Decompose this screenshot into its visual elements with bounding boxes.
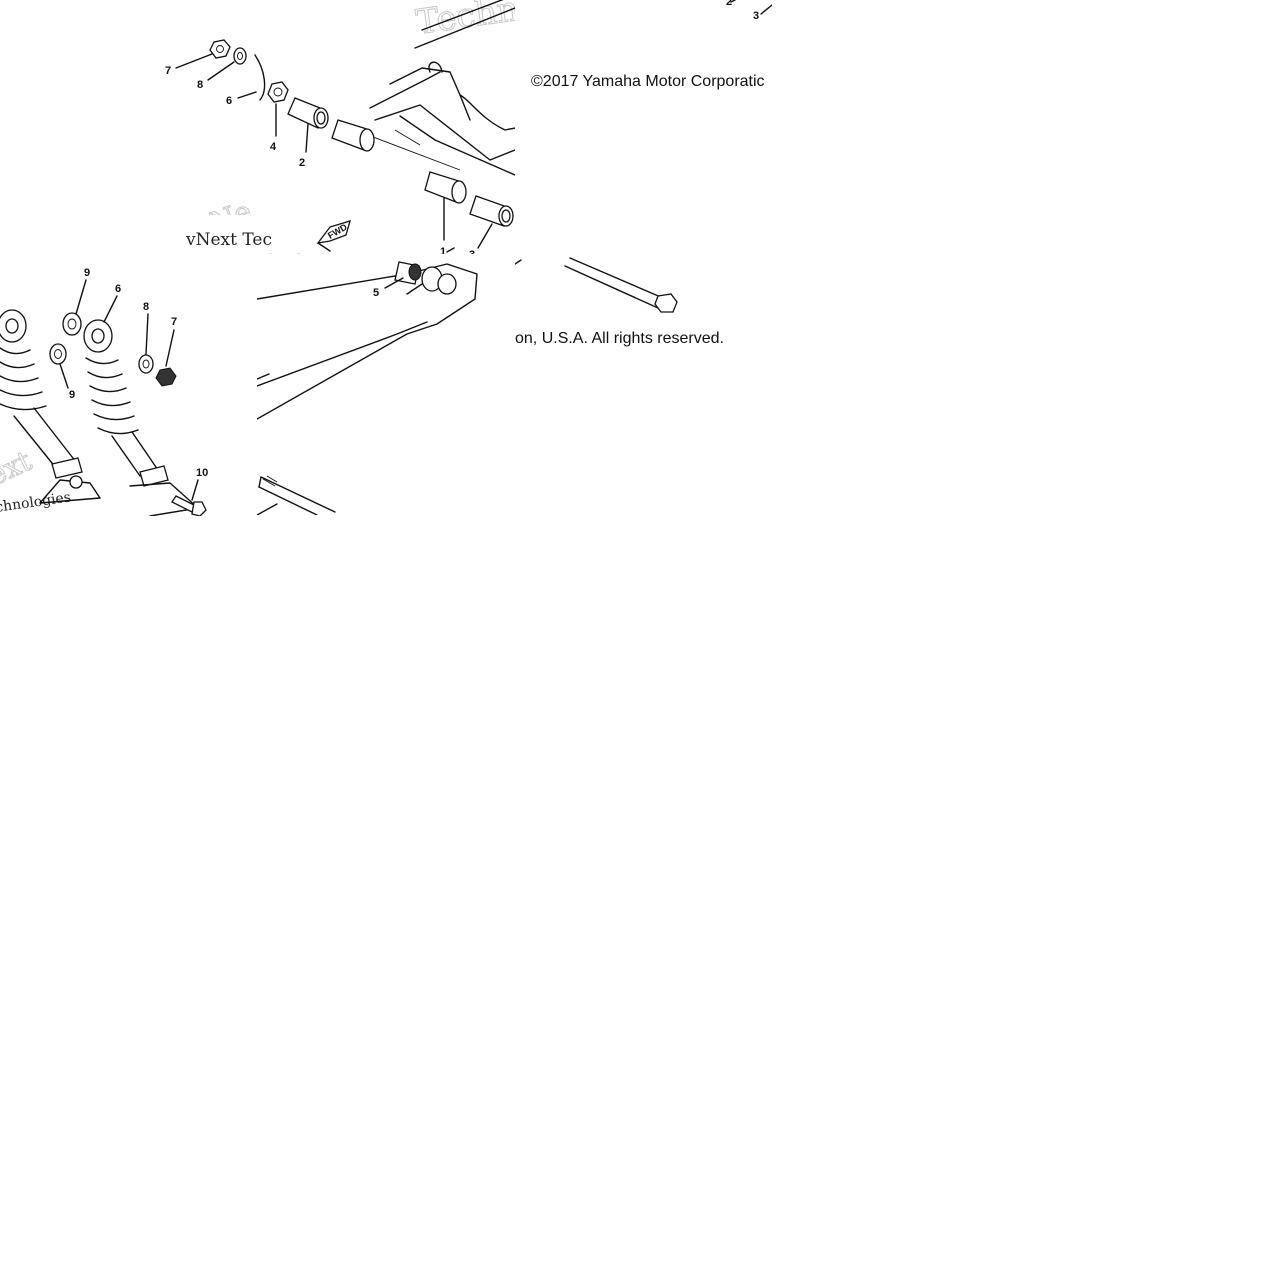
- nut-7: [209, 39, 231, 59]
- bushing-2: [287, 97, 329, 129]
- pivot-bolt-head: [654, 293, 678, 313]
- diagram-tile-shocks: ext chnologies: [0, 258, 257, 516]
- callout-2b: 2: [299, 157, 305, 169]
- pivot-boss: [421, 266, 457, 295]
- washer-8b: [138, 354, 154, 374]
- callout-2: 2: [726, 0, 732, 8]
- watermark-chnologies-2: chnologies: [0, 490, 72, 516]
- callout-8b: 8: [143, 301, 149, 313]
- copyright-line-2: on, U.S.A. All rights reserved.: [515, 329, 772, 349]
- callout-3: 3: [753, 10, 759, 22]
- washer-8: [233, 47, 247, 65]
- callout-7: 7: [165, 65, 171, 77]
- diagram-tile-swingarm-lower: 5: [257, 254, 515, 515]
- shock-absorber-right: [83, 319, 199, 516]
- watermark-techn: Techn: [414, 0, 515, 43]
- watermark-vnext: vNext Tec: [185, 230, 272, 250]
- callout-5: 5: [373, 287, 379, 299]
- shock-absorber-left: [0, 309, 101, 504]
- diagram-tile-pivot-bolt: [515, 250, 680, 325]
- callout-6: 6: [226, 95, 232, 107]
- callout-1: 1: [440, 246, 446, 258]
- watermark-ext: ext: [0, 444, 37, 493]
- washer-9b: [49, 343, 67, 365]
- callout-6b: 6: [115, 283, 121, 295]
- collar-1-upper: [331, 119, 375, 152]
- washer-9a: [62, 312, 82, 336]
- callout-3b: 3: [469, 249, 475, 258]
- diagram-tile-top-right: 2 3: [515, 0, 772, 70]
- callout-4: 4: [270, 141, 277, 153]
- bushing-3: [469, 195, 514, 227]
- callout-10: 10: [196, 467, 208, 479]
- callout-9b: 9: [69, 389, 75, 401]
- nut-4: [267, 81, 289, 103]
- callout-8: 8: [197, 79, 203, 91]
- bolt-10: [171, 495, 207, 516]
- fwd-arrow-icon: FWD: [316, 220, 351, 252]
- callout-7b: 7: [171, 316, 177, 328]
- callout-9a: 9: [84, 267, 90, 279]
- collar-1-lower: [424, 171, 467, 204]
- nut-7b: [155, 367, 177, 387]
- copyright-line-1: ©2017 Yamaha Motor Corporatic: [531, 72, 772, 92]
